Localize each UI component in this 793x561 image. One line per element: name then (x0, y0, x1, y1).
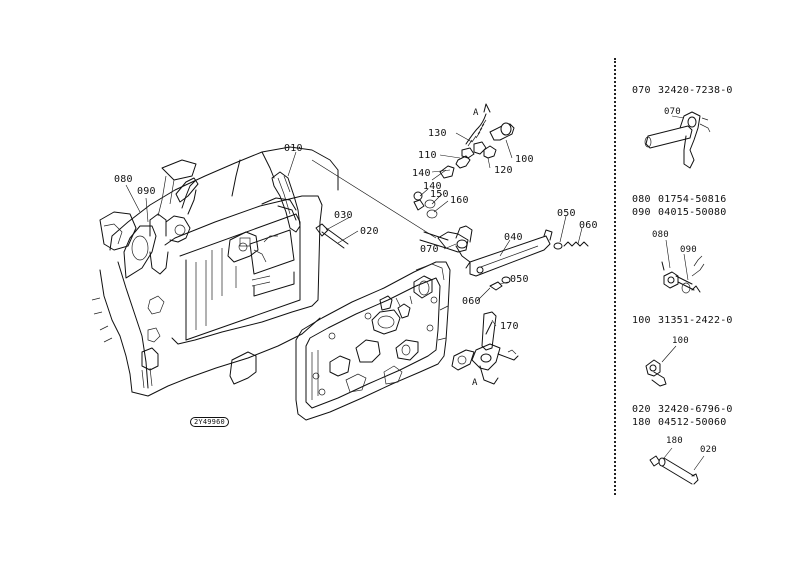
direction-arrow-a-upper: A (473, 108, 479, 118)
callout-040: 040 (504, 232, 523, 243)
callout-030: 030 (334, 210, 353, 221)
callout-120: 120 (494, 165, 513, 176)
callout-050-lower: 050 (510, 274, 529, 285)
direction-arrow-a-lower: A (472, 378, 478, 388)
transmission-housing (91, 146, 349, 397)
shift-arm-assembly (311, 103, 589, 385)
callout-140-lower: 140 (423, 181, 442, 192)
callout-010: 010 (284, 143, 303, 154)
sketch-label-180: 180 (666, 436, 683, 446)
parts-number-080-090: 01754-50816 04015-50080 (658, 194, 727, 218)
parts-ref-070: 070 (632, 85, 651, 96)
sketch-080-090 (661, 239, 705, 294)
sketch-label-100: 100 (672, 336, 689, 346)
sketch-020-180 (649, 447, 705, 485)
callout-070: 070 (420, 244, 439, 255)
callout-060-lower: 060 (462, 296, 481, 307)
callout-170: 170 (500, 321, 519, 332)
parts-number-020-180: 32420-6796-0 04512-50060 (658, 404, 733, 428)
callout-160: 160 (450, 195, 469, 206)
callout-100: 100 (515, 154, 534, 165)
drawing-stamp: 2Y49960 (190, 417, 229, 427)
column-divider (614, 58, 616, 495)
sketch-070 (644, 111, 711, 169)
parts-number-100: 31351-2422-0 (658, 315, 733, 326)
callout-050-upper: 050 (557, 208, 576, 219)
callout-140-upper: 140 (412, 168, 431, 179)
callout-080: 080 (114, 174, 133, 185)
leader-lines (125, 132, 583, 327)
parts-ref-100: 100 (632, 315, 651, 326)
parts-ref-080-090: 080 090 (632, 194, 651, 218)
callout-090: 090 (137, 186, 156, 197)
parts-number-070: 32420-7238-0 (658, 85, 733, 96)
callout-130: 130 (428, 128, 447, 139)
callout-110: 110 (418, 150, 437, 161)
callout-060-upper: 060 (579, 220, 598, 231)
sketch-label-080: 080 (652, 230, 669, 240)
parts-ref-020-180: 020 180 (632, 404, 651, 428)
cover-plate (295, 261, 451, 421)
sketch-label-020: 020 (700, 445, 717, 455)
sketch-label-070: 070 (664, 107, 681, 117)
callout-150: 150 (430, 189, 449, 200)
sketch-label-090: 090 (680, 245, 697, 255)
callout-020: 020 (360, 226, 379, 237)
sketch-100 (645, 345, 677, 387)
